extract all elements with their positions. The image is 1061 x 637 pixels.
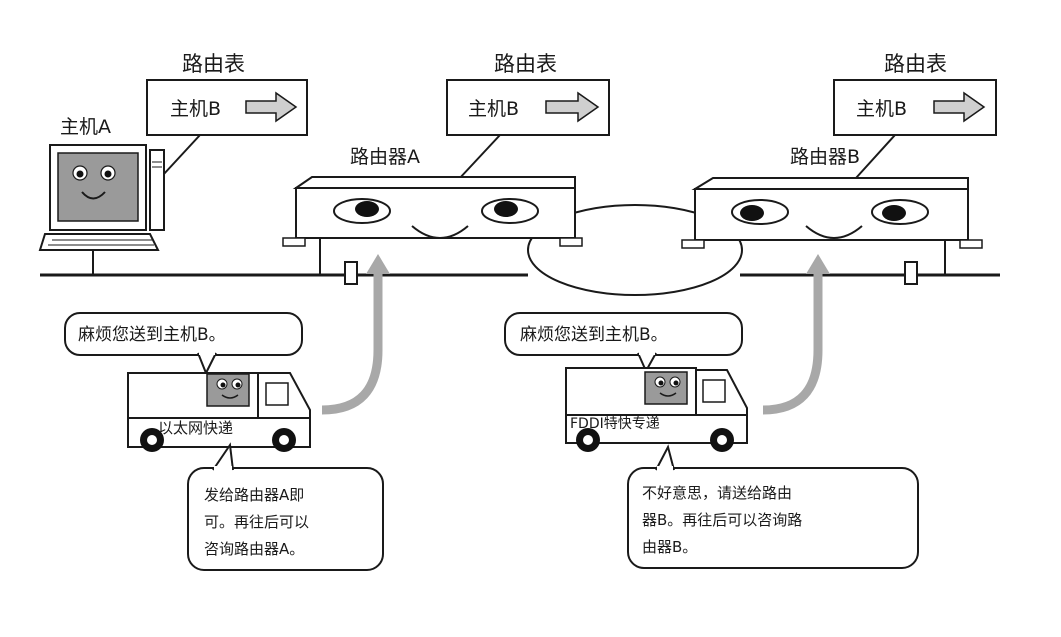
routing-table-label: 路由表	[494, 52, 557, 76]
forward-arrow-icon	[545, 91, 600, 123]
port-connector	[904, 261, 918, 285]
computer-icon	[38, 144, 165, 251]
routing-table-label: 路由表	[884, 52, 947, 76]
router-a-label: 路由器A	[350, 146, 420, 168]
reply-line: 由器B。	[642, 538, 697, 556]
reply-bubble	[187, 442, 384, 571]
request-bubble	[504, 312, 743, 374]
reply-line: 不好意思，请送给路由	[642, 484, 792, 502]
pointer-line	[855, 134, 896, 179]
reply-line: 可。再往后可以	[204, 513, 309, 531]
reply-line: 器B。再往后可以咨询路	[642, 511, 802, 529]
pointer-line	[457, 134, 501, 181]
truck-icon	[127, 372, 311, 452]
reply-line: 发给路由器A即	[204, 486, 304, 504]
routing-table-entry: 主机B	[468, 98, 519, 120]
fddi-ring	[527, 204, 743, 296]
pointer-line	[162, 134, 201, 176]
routing-table-entry: 主机B	[856, 98, 907, 120]
request-text: 麻烦您送到主机B。	[78, 325, 226, 345]
router-b-icon	[681, 177, 983, 249]
truck-icon	[565, 367, 748, 452]
arrowhead-icon	[806, 254, 830, 274]
reply-bubble	[627, 444, 919, 569]
port-connector	[344, 261, 358, 285]
forward-arrow-icon	[933, 91, 986, 123]
routing-table-label: 路由表	[182, 52, 245, 76]
request-bubble	[64, 312, 303, 376]
request-text: 麻烦您送到主机B。	[520, 325, 668, 345]
reply-line: 咨询路由器A。	[204, 540, 304, 558]
delivery-arrow	[762, 272, 823, 415]
router-a-icon	[282, 176, 583, 247]
host-a-label: 主机A	[60, 116, 111, 138]
forward-arrow-icon	[245, 91, 298, 123]
truck-name: FDDI特快专递	[570, 416, 660, 432]
arrowhead-icon	[366, 254, 390, 274]
delivery-arrow	[321, 272, 383, 415]
truck-name: 以太网快递	[158, 419, 233, 437]
router-b-label: 路由器B	[790, 146, 860, 168]
routing-table-entry: 主机B	[170, 98, 221, 120]
